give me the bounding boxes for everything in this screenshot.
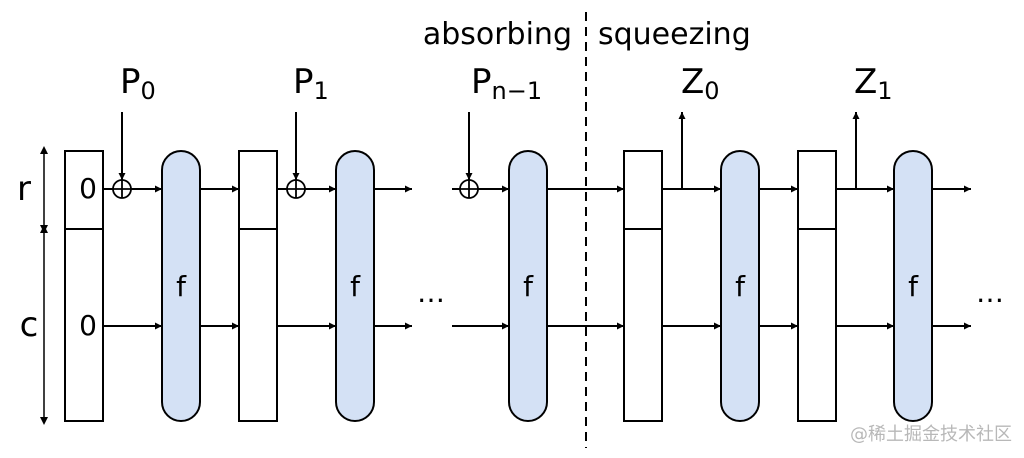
f-label-4: f — [735, 270, 746, 303]
state-box-squeeze-1 — [797, 150, 837, 422]
input-label-p1: P1 — [293, 62, 329, 105]
state-box-initial — [64, 150, 104, 422]
state-box-squeeze-0 — [623, 150, 663, 422]
state-box-1 — [238, 150, 278, 422]
f-label-1: f — [176, 270, 187, 303]
ellipsis-end: … — [976, 276, 1004, 309]
watermark: @稀土掘金技术社区 — [850, 424, 1012, 445]
xor-icon — [112, 179, 132, 199]
f-label-3: f — [523, 270, 534, 303]
input-label-p0: P0 — [120, 62, 156, 105]
rate-label: r — [17, 169, 31, 209]
function-f-block-3 — [508, 150, 548, 422]
output-label-z1: Z1 — [854, 62, 893, 105]
output-arrows — [678, 112, 860, 189]
capacity-label: c — [20, 305, 39, 345]
input-label-pn-1: Pn−1 — [471, 62, 542, 105]
ellipsis-middle: … — [417, 276, 445, 309]
initial-capacity-value: 0 — [79, 309, 97, 342]
f-label-5: f — [908, 270, 919, 303]
absorbing-label: absorbing — [423, 17, 572, 52]
input-arrows — [118, 112, 473, 180]
function-f-block-1 — [161, 150, 201, 422]
initial-rate-value: 0 — [79, 172, 97, 205]
function-f-block-2 — [335, 150, 375, 422]
xor-icon — [286, 179, 306, 199]
squeezing-label: squeezing — [598, 17, 751, 52]
xor-icon — [459, 179, 479, 199]
function-f-block-4 — [720, 150, 760, 422]
function-f-block-5 — [893, 150, 933, 422]
f-label-2: f — [350, 270, 361, 303]
output-label-z0: Z0 — [681, 62, 720, 105]
